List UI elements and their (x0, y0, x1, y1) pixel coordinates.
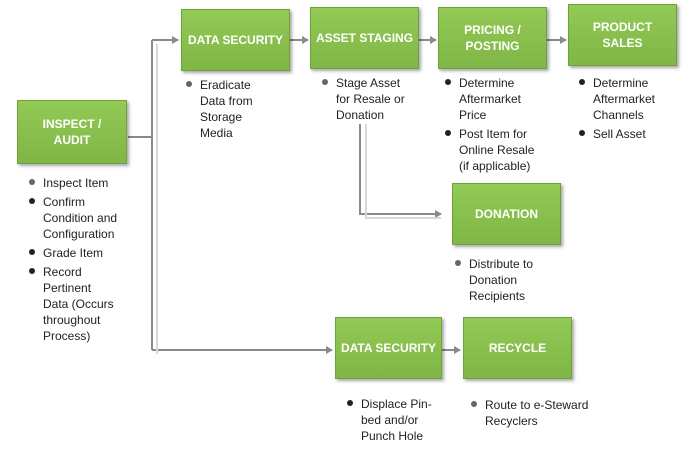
list-item: Record Pertinent Data (Occurs throughout… (27, 264, 152, 344)
list-item: Confirm Condition and Configuration (27, 194, 152, 242)
recycle-box: RECYCLE (463, 317, 572, 379)
asset-staging-list: Stage Asset for Resale or Donation (320, 75, 430, 126)
list-item: Determine Aftermarket Channels (577, 75, 687, 123)
product-sales-label: PRODUCT SALES (592, 20, 653, 50)
recycle-list: Route to e-Steward Recyclers (469, 397, 619, 432)
product-sales-box: PRODUCT SALES (568, 4, 677, 66)
list-item: Grade Item (27, 245, 152, 261)
donation-box: DONATION (452, 183, 561, 245)
donation-list: Distribute to Donation Recipients (453, 256, 573, 307)
data-security-top-box: DATA SECURITY (181, 9, 290, 71)
data-security-bottom-label: DATA SECURITY (340, 341, 437, 355)
pricing-posting-label: PRICING / POSTING (464, 23, 521, 53)
list-item: Post Item for Online Resale (if applicab… (443, 126, 558, 174)
data-security-bottom-list: Displace Pin- bed and/or Punch Hole (345, 396, 455, 447)
list-item: Sell Asset (577, 126, 687, 142)
data-security-bottom-box: DATA SECURITY (335, 317, 442, 379)
list-item: Inspect Item (27, 175, 152, 191)
asset-staging-box: ASSET STAGING (310, 7, 419, 69)
arrow-staging-to-donation (359, 124, 442, 218)
pricing-posting-list: Determine Aftermarket Price Post Item fo… (443, 75, 558, 177)
asset-staging-label: ASSET STAGING (315, 31, 414, 45)
pricing-posting-box: PRICING / POSTING (438, 7, 547, 69)
recycle-label: RECYCLE (488, 341, 547, 355)
list-item: Displace Pin- bed and/or Punch Hole (345, 396, 455, 444)
inspect-audit-box: INSPECT / AUDIT (17, 100, 127, 164)
data-security-top-list: Eradicate Data from Storage Media (184, 77, 294, 144)
inspect-audit-label: INSPECT / AUDIT (42, 117, 102, 147)
data-security-top-label: DATA SECURITY (187, 33, 284, 47)
inspect-audit-list: Inspect Item Confirm Condition and Confi… (27, 175, 152, 347)
donation-label: DONATION (474, 207, 539, 221)
list-item: Eradicate Data from Storage Media (184, 77, 294, 141)
product-sales-list: Determine Aftermarket Channels Sell Asse… (577, 75, 687, 145)
list-item: Stage Asset for Resale or Donation (320, 75, 430, 123)
list-item: Determine Aftermarket Price (443, 75, 558, 123)
list-item: Route to e-Steward Recyclers (469, 397, 619, 429)
list-item: Distribute to Donation Recipients (453, 256, 573, 304)
